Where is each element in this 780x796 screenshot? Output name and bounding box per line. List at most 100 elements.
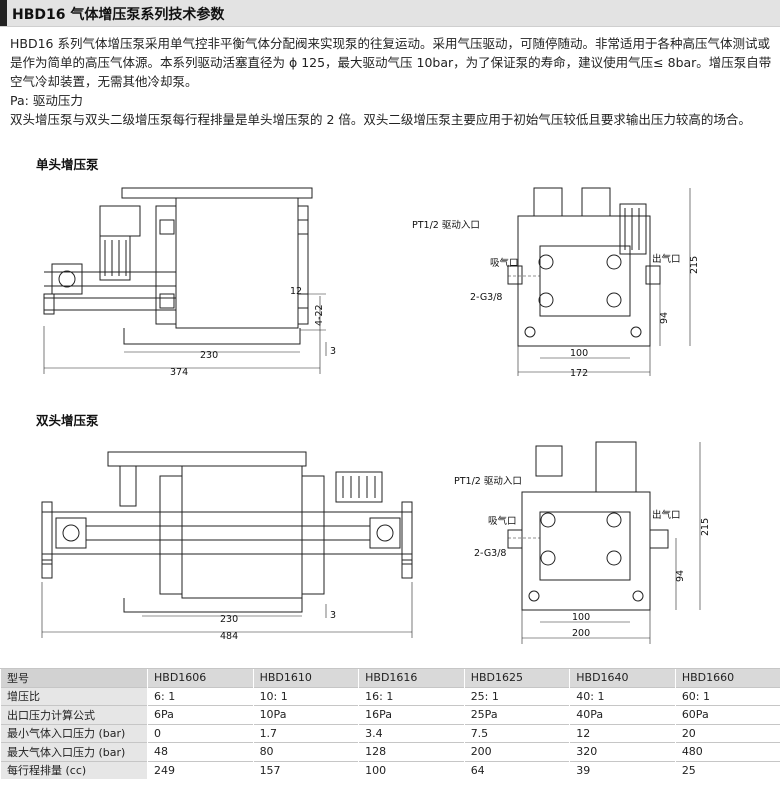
table-cell: 40: 1 — [569, 686, 676, 706]
header-accent — [0, 0, 7, 26]
description-paragraph-3: 双头增压泵与双头二级增压泵每行程排量是单头增压泵的 2 倍。双头二级增压泵主要应… — [10, 112, 751, 127]
table-cell: 10: 1 — [252, 686, 359, 706]
table-cell: 16: 1 — [358, 686, 465, 706]
front-bolt-left — [535, 445, 563, 477]
table-cell: 200 — [463, 742, 570, 761]
double-pump-title: 双头增压泵 — [36, 413, 99, 428]
table-cell: 64 — [463, 760, 570, 779]
table-row: 最小气体入口压力 (bar) 0 1.7 3.4 7.5 12 20 — [0, 723, 780, 743]
single-dim-230: 230 — [200, 350, 218, 361]
table-header-cell: 型号 — [0, 668, 148, 687]
table-cell: 25 — [674, 760, 780, 779]
double-dim-3: 3 — [330, 610, 336, 621]
table-cell: 100 — [358, 760, 465, 779]
single-outlet-port: 出气口 — [652, 253, 681, 265]
table-cell: 0 — [147, 723, 254, 743]
single-dim-172: 172 — [570, 368, 588, 379]
description: HBD16 系列气体增压泵采用单气控非平衡气体分配阀来实现泵的往复运动。采用气压… — [10, 34, 775, 129]
muffler — [99, 235, 131, 281]
table-cell: 25: 1 — [463, 686, 570, 706]
double-drive-inlet: PT1/2 驱动入口 — [454, 476, 522, 487]
double-pump-drawing: 3 230 484 PT1/2 驱动入口 吸气口 出气口 2-G3/8 215 … — [41, 441, 711, 644]
table-row: 增压比 6: 1 10: 1 16: 1 25: 1 40: 1 60: 1 — [0, 686, 780, 706]
table-cell: 10Pa — [252, 705, 359, 724]
table-row: 最大气体入口压力 (bar) 48 80 128 200 320 480 — [0, 742, 780, 761]
header-bar — [0, 0, 780, 27]
row-label: 每行程排量 (cc) — [0, 760, 148, 779]
table-cell: 1.7 — [252, 723, 359, 743]
table-row: 每行程排量 (cc) 249 157 100 64 39 25 — [0, 760, 780, 779]
table-cell: 249 — [147, 760, 254, 779]
row-label: 最大气体入口压力 (bar) — [0, 742, 148, 761]
page-title: HBD16 气体增压泵系列技术参数 — [12, 7, 225, 23]
single-dim-374: 374 — [170, 367, 188, 378]
single-dim-94: 94 — [659, 312, 670, 324]
table-header-cell: HBD1625 — [463, 668, 570, 687]
table-cell: 157 — [252, 760, 359, 779]
double-suction-port: 吸气口 — [488, 515, 517, 527]
single-drive-inlet: PT1/2 驱动入口 — [412, 220, 480, 231]
table-cell: 7.5 — [463, 723, 570, 743]
single-port-size: 2-G3/8 — [470, 292, 502, 303]
cylinder-body — [175, 197, 299, 329]
double-dim-94: 94 — [675, 570, 686, 582]
double-outlet-port: 出气口 — [652, 509, 681, 521]
cylinder-body — [181, 465, 303, 599]
table-cell: 3.4 — [358, 723, 465, 743]
double-dim-230: 230 — [220, 614, 238, 625]
top-rail — [107, 451, 307, 467]
specs-table: 型号 HBD1606 HBD1610 HBD1616 HBD1625 HBD16… — [0, 668, 780, 779]
single-dim-3: 3 — [330, 346, 336, 357]
double-port-size: 2-G3/8 — [474, 548, 506, 559]
front-valve — [595, 441, 637, 493]
hex-nut-left — [51, 263, 83, 295]
table-header-row: 型号 HBD1606 HBD1610 HBD1616 HBD1625 HBD16… — [0, 668, 780, 687]
single-suction-port: 吸气口 — [490, 257, 519, 269]
single-dim-100: 100 — [570, 348, 588, 359]
table-row: 出口压力计算公式 6Pa 10Pa 16Pa 25Pa 40Pa 60Pa — [0, 705, 780, 724]
row-label: 增压比 — [0, 686, 148, 706]
front-muffler — [619, 203, 647, 255]
double-dim-100: 100 — [572, 612, 590, 623]
single-dim-215: 215 — [689, 256, 700, 274]
description-paragraph-2: Pa: 驱动压力 — [10, 93, 83, 108]
table-header-cell: HBD1640 — [569, 668, 676, 687]
table-header-cell: HBD1606 — [147, 668, 254, 687]
double-dim-200: 200 — [572, 628, 590, 639]
double-dim-215: 215 — [700, 518, 711, 536]
row-label: 出口压力计算公式 — [0, 705, 148, 724]
description-paragraph-1: HBD16 系列气体增压泵采用单气控非平衡气体分配阀来实现泵的往复运动。采用气压… — [10, 36, 772, 89]
table-cell: 80 — [252, 742, 359, 761]
table-cell: 60Pa — [674, 705, 780, 724]
table-cell: 6: 1 — [147, 686, 254, 706]
front-bolt-right — [581, 187, 611, 217]
table-cell: 16Pa — [358, 705, 465, 724]
table-cell: 128 — [358, 742, 465, 761]
table-cell: 40Pa — [569, 705, 676, 724]
table-cell: 12 — [569, 723, 676, 743]
table-cell: 25Pa — [463, 705, 570, 724]
top-rail — [121, 187, 313, 199]
table-header-cell: HBD1660 — [674, 668, 780, 687]
table-cell: 320 — [569, 742, 676, 761]
single-pump-drawing: 12 4-22 3 230 374 PT1/2 驱动入口 吸气口 出气口 2-G… — [43, 187, 700, 379]
table-cell: 39 — [569, 760, 676, 779]
front-body — [521, 491, 651, 611]
table-header-cell: HBD1616 — [358, 668, 465, 687]
single-pump-title: 单头增压泵 — [36, 157, 99, 172]
table-cell: 48 — [147, 742, 254, 761]
muffler — [335, 471, 383, 503]
hex-nut-left — [55, 517, 87, 549]
hex-nut-right — [369, 517, 401, 549]
single-dim-4-phi22: 4-22 — [314, 304, 325, 326]
table-cell: 480 — [674, 742, 780, 761]
row-label: 最小气体入口压力 (bar) — [0, 723, 148, 743]
front-bolt-left — [533, 187, 563, 217]
table-cell: 60: 1 — [674, 686, 780, 706]
double-dim-484: 484 — [220, 631, 238, 642]
single-dim-12: 12 — [290, 286, 302, 297]
table-cell: 20 — [674, 723, 780, 743]
table-header-cell: HBD1610 — [252, 668, 359, 687]
table-cell: 6Pa — [147, 705, 254, 724]
valve-block — [99, 205, 141, 237]
